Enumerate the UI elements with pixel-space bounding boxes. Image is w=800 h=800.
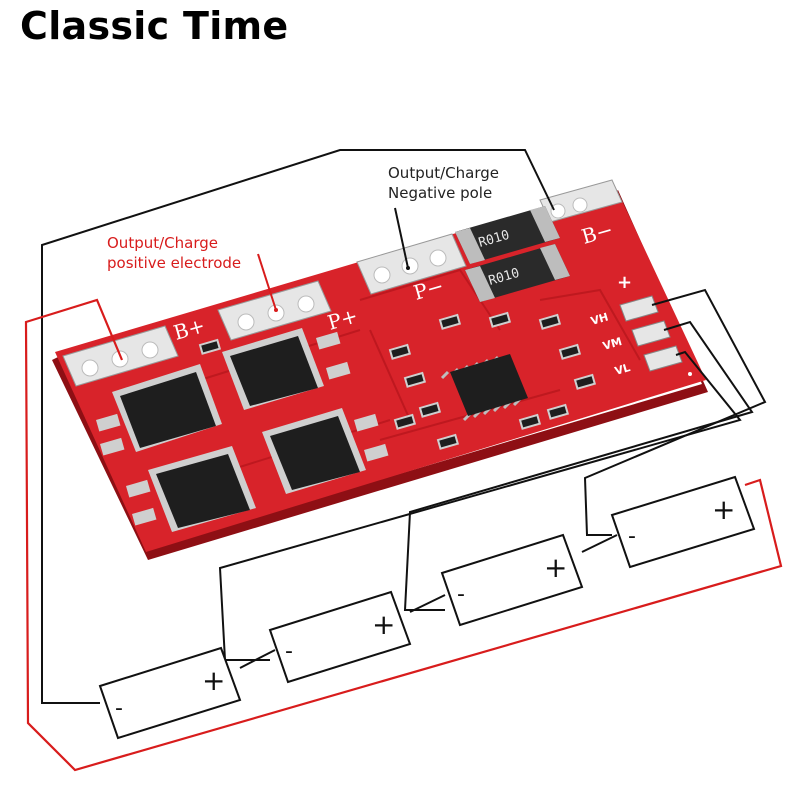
wires	[24, 149, 783, 772]
annotation-negative-line2: Negative pole	[388, 184, 492, 202]
annotation-positive: Output/Charge positive electrode	[107, 234, 278, 312]
battery-links	[239, 534, 618, 669]
sense-vh-label: VH	[589, 310, 610, 327]
control-ic	[440, 354, 528, 422]
battery-pack: - + - + - + - +	[98, 475, 756, 740]
mosfet-4	[262, 408, 389, 494]
mosfet-2	[222, 328, 351, 410]
battery-plus-sign: +	[372, 608, 395, 641]
resistor-top: R010	[455, 206, 560, 264]
battery-plus-sign: +	[202, 664, 225, 697]
wire-bminus	[41, 149, 555, 704]
board-dot	[688, 372, 692, 376]
annotation-negative: Output/Charge Negative pole	[388, 164, 499, 270]
battery-cell: - +	[440, 533, 584, 627]
mosfets	[95, 328, 389, 532]
sense-vm-label: VM	[601, 335, 623, 353]
annotation-negative-line1: Output/Charge	[388, 164, 499, 182]
battery-minus-sign: -	[285, 639, 293, 664]
annotation-positive-line2: positive electrode	[107, 254, 241, 272]
mosfet-3	[126, 446, 256, 532]
shunt-resistors: R010 R010	[455, 206, 570, 302]
battery-cell: - +	[610, 475, 756, 569]
sense-vl-label: VL	[613, 361, 632, 378]
wire-sense-vl	[218, 350, 742, 661]
battery-cell: - +	[98, 646, 242, 740]
smd-components	[198, 311, 597, 450]
pcb-edge	[52, 190, 708, 560]
battery-cell: - +	[268, 590, 412, 684]
plus-mark: +	[617, 272, 632, 293]
battery-minus-sign: -	[457, 582, 465, 607]
page-title: Classic Time	[20, 4, 289, 48]
wire-bplus	[24, 298, 783, 772]
resistor-bottom: R010	[465, 244, 570, 302]
wire-sense-vh	[583, 288, 767, 536]
annotation-positive-line1: Output/Charge	[107, 234, 218, 252]
battery-plus-sign: +	[712, 493, 735, 526]
battery-minus-sign: -	[115, 696, 123, 721]
annotation-positive-pointer	[257, 253, 277, 311]
battery-plus-sign: +	[544, 551, 567, 584]
wire-sense-vm	[403, 320, 754, 611]
annotation-negative-pointer	[394, 207, 409, 269]
battery-minus-sign: -	[628, 524, 636, 549]
sense-pads	[619, 295, 683, 372]
mosfet-1	[95, 364, 222, 456]
